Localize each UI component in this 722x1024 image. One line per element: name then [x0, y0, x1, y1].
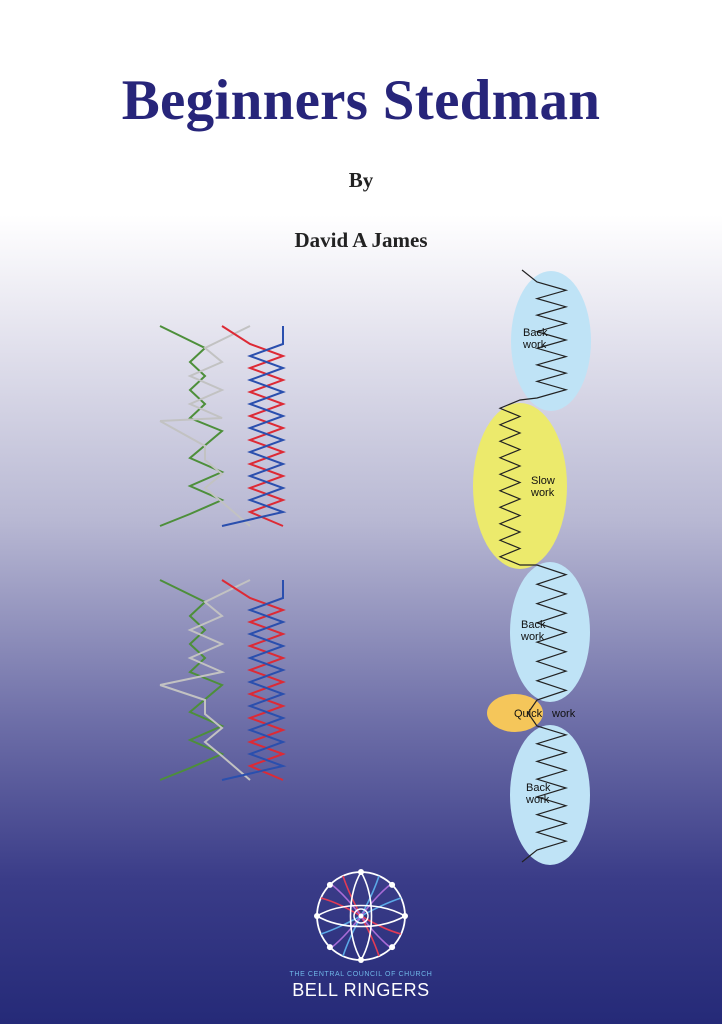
back-work-label-2-line1: Back: [521, 619, 546, 631]
work-path-line: [498, 269, 569, 863]
slow-work-label-line2: work: [530, 487, 555, 499]
logo-rim-dot: [326, 881, 333, 888]
logo-center-ring: [353, 908, 369, 924]
quick-work-label-line1: Quick: [514, 708, 543, 720]
logo-arc-white-4: [360, 871, 373, 961]
back-work-bubble-2: [510, 562, 590, 702]
author-name: David A James: [294, 228, 428, 252]
book-title: Beginners Stedman: [121, 69, 601, 132]
logo-rim-dot: [389, 944, 396, 951]
back-work-bubble-3: [510, 725, 590, 865]
byline-label: By: [348, 168, 374, 192]
logo-rim-dot: [389, 881, 396, 888]
logo-arc-white-3: [349, 871, 362, 961]
logo-arc-white-1: [316, 904, 406, 917]
red-method-line: [221, 579, 286, 781]
logo-rim-dot: [358, 869, 364, 875]
back-work-label-2-line2: work: [520, 631, 545, 643]
back-work-label-3-line1: Back: [526, 782, 551, 794]
grey-method-line-1: [159, 325, 251, 422]
logo-rim-dot: [402, 913, 408, 919]
org-name-line2: BELL RINGERS: [292, 980, 430, 1000]
grey-method-line-2: [159, 420, 251, 527]
quick-work-bubble: [487, 694, 543, 732]
slow-work-label-line1: Slow: [531, 475, 555, 487]
org-name-line1: THE CENTRAL COUNCIL OF CHURCH: [289, 971, 433, 978]
slow-work-bubble: [473, 403, 567, 569]
back-work-label-1-line2: work: [522, 339, 547, 351]
back-work-label-1-line1: Back: [523, 327, 548, 339]
logo-rim-dot: [358, 957, 364, 963]
blue-method-line: [221, 326, 287, 527]
logo-rim-dot: [314, 913, 320, 919]
logo-rim-dot: [326, 944, 333, 951]
logo-arc-white-2: [316, 915, 406, 928]
back-work-label-3-line2: work: [525, 794, 550, 806]
red-method-line: [221, 325, 286, 527]
logo-center-dot: [358, 913, 364, 919]
back-work-bubble-1: [511, 271, 591, 411]
quick-work-label-line2: work: [551, 708, 576, 720]
grey-method-line-1: [159, 579, 251, 686]
grey-method-line-2: [159, 684, 251, 781]
blue-method-line: [221, 580, 287, 781]
